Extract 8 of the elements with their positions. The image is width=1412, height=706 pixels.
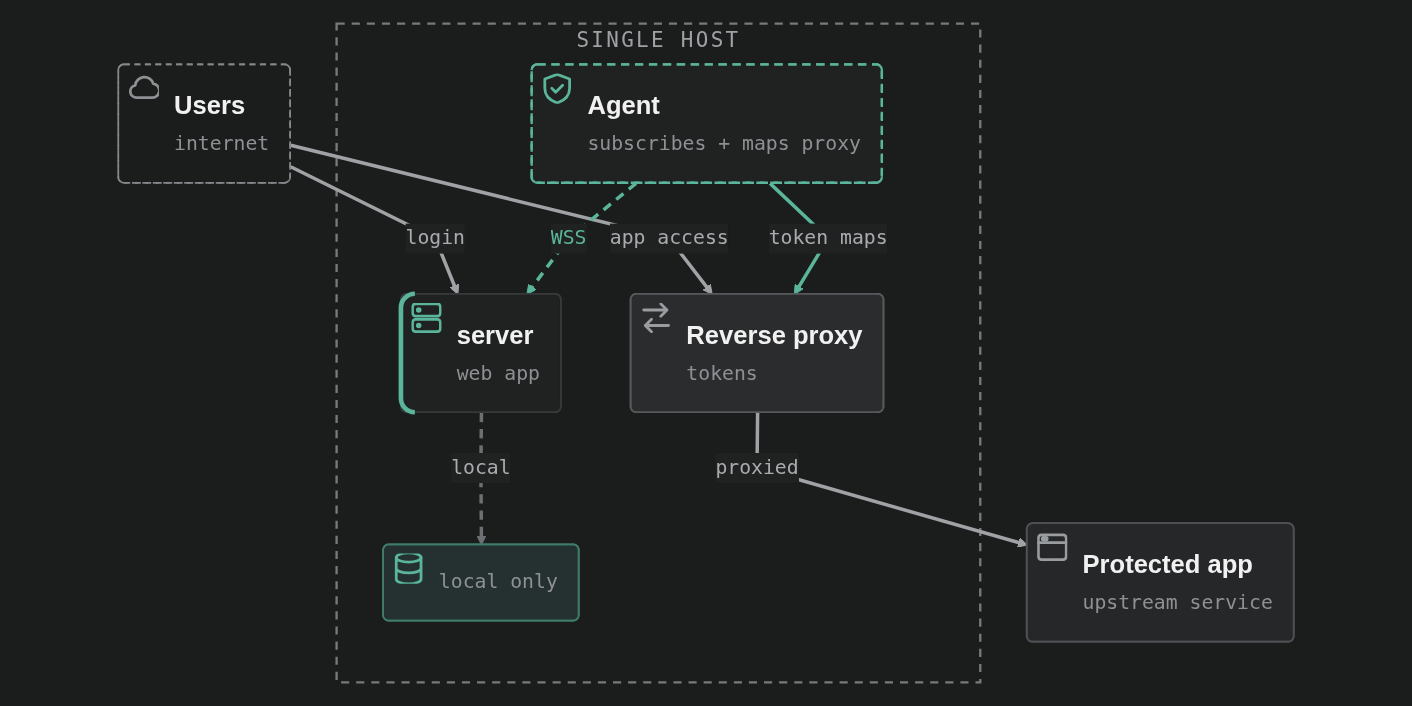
- edge-label: local: [451, 455, 511, 479]
- edge-label: token maps: [768, 225, 888, 250]
- edge-label: app access: [609, 225, 729, 250]
- edge-label: proxied: [715, 455, 799, 479]
- edge-label: login: [405, 225, 465, 250]
- edge-label: WSS: [550, 225, 587, 250]
- arrow: [476, 412, 487, 546]
- arrow: [526, 182, 638, 295]
